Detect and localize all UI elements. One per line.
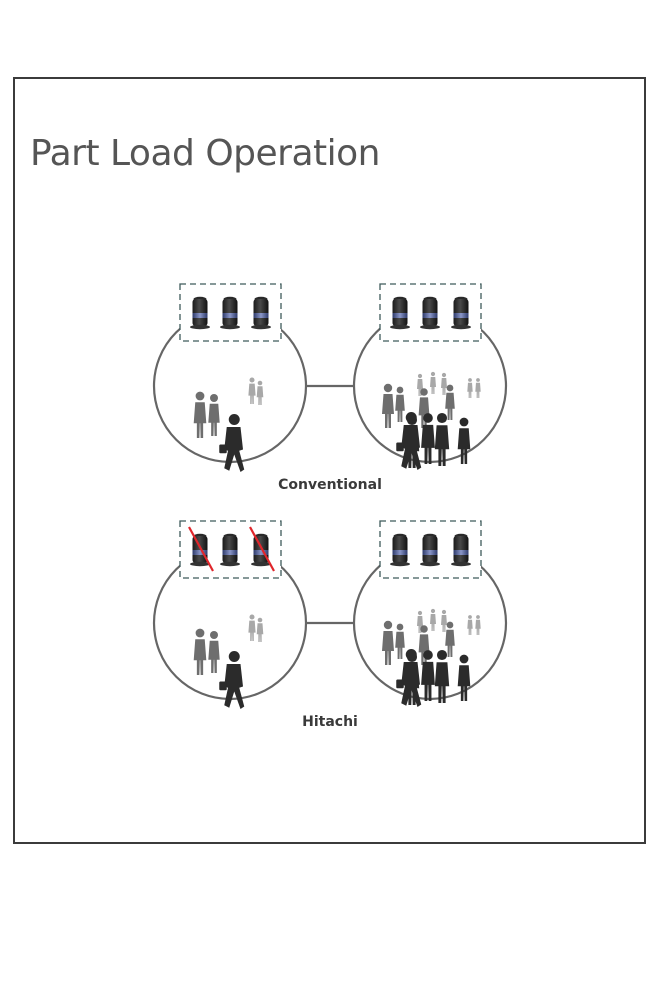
compressor-icon [220,296,240,330]
compressor-icon [220,533,240,567]
caption-hitachi: Hitachi [302,714,358,730]
high-load-zone [352,283,508,470]
compressor-icon [390,296,410,330]
caption-conventional: Conventional [278,477,382,493]
compressor-icon [451,533,471,567]
low-load-zone [152,520,308,709]
compressor-icon [390,533,410,567]
compressor-icon [451,296,471,330]
row-conventional [152,283,508,472]
content-frame [13,77,646,844]
compressor-icon [249,526,275,572]
page-title: Part Load Operation [30,133,380,174]
row-hitachi [152,520,508,709]
high-load-zone [352,520,508,707]
low-load-zone [152,283,308,472]
compressor-icon [190,296,210,330]
red-strike-icon [249,526,275,572]
compressor-icon [251,296,271,330]
red-strike-icon [188,526,214,572]
compressor-icon [188,526,214,572]
compressor-icon [420,296,440,330]
compressor-icon [420,533,440,567]
